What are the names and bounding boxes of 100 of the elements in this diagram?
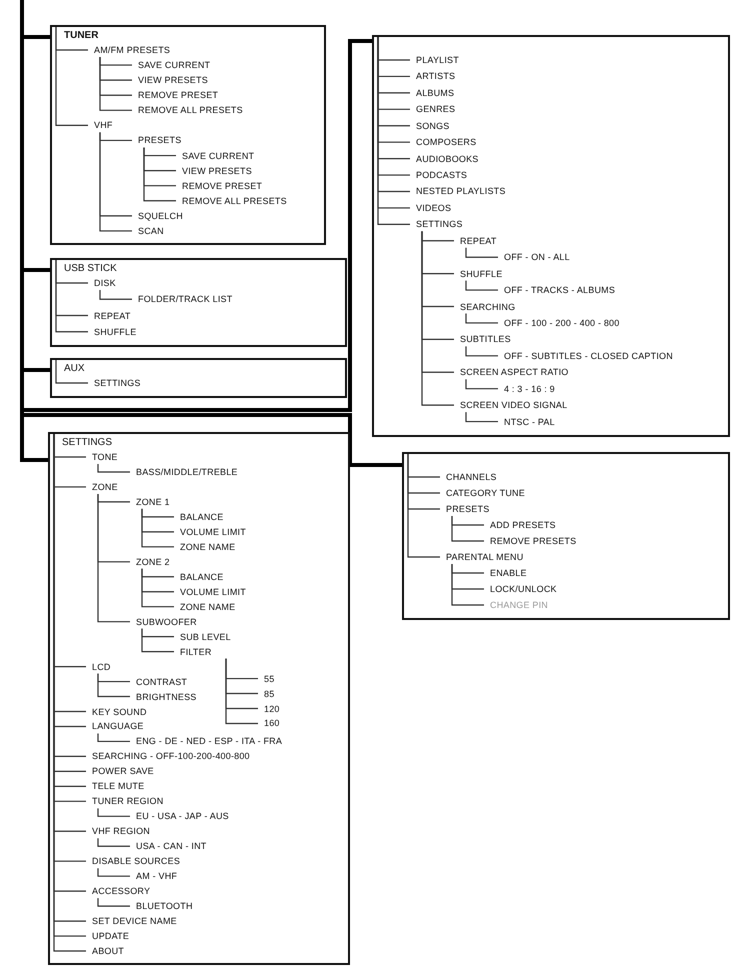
menu-item: KEY SOUND [86,704,147,718]
tree-connector [97,808,130,817]
menu-item: VOLUME LIMIT [174,584,246,599]
tree-connector [465,379,498,390]
menu-item: ENG - DE - NED - ESP - ITA - FRA [130,734,282,748]
menu-item: PLAYLIST [410,53,459,67]
menu-item: 160 [258,716,280,730]
menu-item: ENABLE [484,566,527,580]
menu-item: ZONE NAME [174,600,236,614]
menu-item: VIEW PRESETS [176,164,252,178]
menu-item: ARTISTS [410,69,456,84]
menu-item: NTSC - PAL [498,414,555,429]
menu-item: 4 : 3 - 16 : 9 [498,382,555,396]
tree-connector [465,314,498,324]
tree-connector [55,258,88,332]
menu-item: REPEAT [88,308,131,322]
menu-heading: TUNER [64,30,98,42]
menu-item: VHF [88,118,113,132]
tree-connector [465,248,498,258]
menu-item: SCAN [132,224,164,238]
menu-item: SQUELCH [132,208,183,223]
menu-item: ZONE NAME [174,540,236,554]
menu-item: PODCASTS [410,168,468,182]
menu-item: REMOVE ALL PRESETS [132,103,243,118]
menu-item: SCREEN ASPECT RATIO [454,365,568,380]
menu-item: ZONE 2 [130,554,170,569]
menu-item: SUBTITLES [454,332,511,346]
menu-item: SAVE CURRENT [132,58,210,72]
menu-item: BALANCE [174,570,224,584]
menu-item: AM/FM PRESETS [88,43,170,57]
menu-item: SAVE CURRENT [176,148,254,163]
menu-item: TUNER REGION [86,794,164,808]
menu-item: CHANNELS [440,470,497,484]
menu-item: SCREEN VIDEO SIGNAL [454,398,568,412]
tree-connector [97,494,130,622]
menu-item: SUBWOOFER [130,614,197,629]
menu-item: SET DEVICE NAME [86,914,177,928]
menu-item: OFF - ON - ALL [498,250,570,264]
menu-item: SHUFFLE [454,266,502,281]
menu-item: 120 [258,702,280,716]
tree-connector [143,147,176,202]
tree-connector [421,231,454,406]
tree-connector [451,516,484,542]
menu-item: SETTINGS [410,217,463,232]
tree-connector [141,508,174,548]
menu-item: SEARCHING - OFF-100-200-400-800 [86,749,250,764]
tree-connector [465,280,498,291]
tree-connector [451,564,484,606]
menu-panel [50,258,347,347]
menu-item: VIDEOS [410,200,452,215]
menu-item: REMOVE PRESETS [484,534,576,548]
menu-item: AM - VHF [130,869,178,884]
tree-connector [225,658,258,724]
menu-item: FILTER [174,644,212,659]
menu-item: ADD PRESETS [484,518,556,532]
menu-item: TELE MUTE [86,779,144,794]
menu-panel [48,432,350,965]
menu-item: LCD [86,660,111,674]
menu-panel [50,25,326,245]
menu-item: VIEW PRESETS [132,73,208,88]
menu-item: BLUETOOTH [130,899,193,914]
menu-item: POWER SAVE [86,764,154,778]
menu-item: COMPOSERS [410,135,476,150]
menu-item: USA - CAN - INT [130,839,207,854]
menu-item: DISK [88,276,116,290]
menu-item: ZONE 1 [130,494,170,509]
menu-item: SETTINGS [88,376,141,390]
menu-item: PRESETS [132,133,182,148]
tree-connector [407,452,440,558]
menu-heading: SETTINGS [62,437,112,449]
menu-panel [50,358,347,398]
tree-connector [55,358,88,384]
menu-item: 85 [258,686,274,701]
tree-connector [465,412,498,422]
tree-connector [97,868,130,877]
tree-connector [99,57,132,111]
menu-item: TONE [86,450,118,464]
menu-item: SEARCHING [454,300,516,314]
menu-item: VOLUME LIMIT [174,524,246,539]
menu-item: LOCK/UNLOCK [484,582,557,596]
menu-panel [402,452,730,620]
menu-item: SUB LEVEL [174,630,231,644]
menu-item: BALANCE [174,510,224,524]
tree-connector [97,898,130,907]
menu-item: VHF REGION [86,824,150,838]
menu-item: 55 [258,672,274,686]
menu-item: PRESETS [440,502,490,516]
tree-connector [97,733,130,742]
tree-connector [99,290,132,300]
tree-connector [141,628,174,652]
menu-item: BASS/MIDDLE/TREBLE [130,464,238,479]
tree-connector [465,346,498,356]
tree-connector [99,132,132,232]
menu-item: BRIGHTNESS [130,690,197,704]
menu-panel [372,35,730,437]
menu-item: FOLDER/TRACK LIST [132,292,232,306]
menu-heading: AUX [64,363,85,375]
tree-connector [55,25,88,126]
menu-item: REMOVE ALL PRESETS [176,194,287,208]
menu-item: REMOVE PRESET [176,178,262,193]
